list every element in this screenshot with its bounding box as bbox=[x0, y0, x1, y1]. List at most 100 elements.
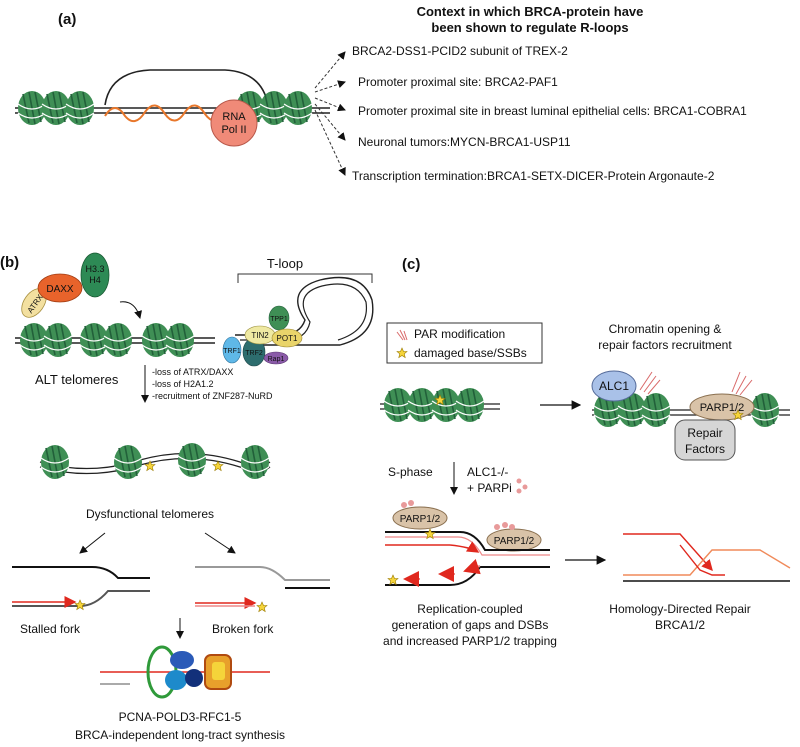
broken-fork-label: Broken fork bbox=[212, 622, 274, 636]
hdr-strand bbox=[623, 549, 791, 576]
repair-label-2: Factors bbox=[685, 442, 725, 456]
okazaki-fragment bbox=[463, 558, 481, 575]
nucleosome-icon bbox=[383, 387, 413, 423]
context-item: Transcription termination:BRCA1-SETX-DIC… bbox=[352, 169, 715, 183]
repair-factors-box bbox=[674, 419, 736, 461]
hdr-invading-strand bbox=[623, 533, 713, 572]
trf1-protein bbox=[222, 336, 242, 364]
daxx-protein bbox=[37, 273, 83, 303]
nucleosome-icon bbox=[41, 90, 71, 126]
alt-telomeres-label: ALT telomeres bbox=[35, 372, 119, 387]
chromatin-label-2: repair factors recruitment bbox=[598, 338, 732, 352]
s-phase-label: S-phase bbox=[388, 465, 433, 479]
parpi-dot bbox=[401, 502, 407, 508]
nucleosome-icon bbox=[240, 444, 270, 480]
rna-pol-label-1: RNA bbox=[222, 111, 246, 123]
hdr-extended-strand bbox=[679, 544, 725, 576]
parpi-dot bbox=[516, 478, 522, 484]
stalled-fork-label: Stalled fork bbox=[20, 622, 81, 636]
panel-a-heading-line1: Context in which BRCA-protein have bbox=[417, 4, 644, 19]
rna-pol-ii-icon bbox=[210, 99, 258, 147]
context-arrow bbox=[314, 103, 346, 141]
h33-h4-protein bbox=[80, 252, 110, 298]
hdr-label-1: Homology-Directed Repair bbox=[609, 602, 750, 616]
rap1-protein bbox=[263, 351, 289, 365]
t-loop-bracket bbox=[237, 273, 373, 283]
daxx-label: DAXX bbox=[46, 284, 74, 295]
replication-label-1: Replication-coupled bbox=[417, 602, 522, 616]
chromatin-label-1: Chromatin opening & bbox=[609, 322, 722, 336]
nucleosome-icon bbox=[259, 90, 289, 126]
h4-label: H4 bbox=[89, 275, 101, 285]
damage-star-icon bbox=[74, 599, 86, 610]
nucleosome-icon bbox=[283, 90, 313, 126]
broken-arrow bbox=[204, 532, 236, 554]
parp-label: PARP1/2 bbox=[700, 402, 744, 414]
pold-protein-2 bbox=[185, 669, 203, 687]
parpi-label: + PARPi bbox=[467, 481, 512, 495]
nucleosome-icon bbox=[113, 444, 143, 480]
parpi-dot bbox=[494, 524, 500, 530]
nucleosome-icon bbox=[141, 322, 171, 358]
rap1-label: Rap1 bbox=[268, 356, 285, 363]
par-chain-icon bbox=[731, 371, 753, 396]
rfc-core bbox=[212, 662, 225, 680]
context-arrow bbox=[314, 51, 346, 89]
legend-par: PAR modification bbox=[414, 327, 505, 341]
nucleosome-icon bbox=[65, 90, 95, 126]
nucleosome-icon bbox=[79, 322, 109, 358]
alt-bullet: -loss of ATRX/DAXX bbox=[152, 367, 233, 377]
context-arrow bbox=[314, 80, 346, 93]
nucleosome-icon bbox=[431, 387, 461, 423]
rna-pol-label-2: Pol II bbox=[221, 124, 246, 136]
tpp1-label: TPP1 bbox=[270, 316, 288, 323]
nucleosome-icon bbox=[40, 444, 70, 480]
nucleosome-icon bbox=[177, 442, 207, 478]
damage-star-icon bbox=[256, 601, 268, 612]
parpi-dot bbox=[509, 524, 515, 530]
pot1-label: POT1 bbox=[277, 334, 298, 343]
parpi-dot bbox=[502, 522, 508, 528]
context-item: Promoter proximal site: BRCA2-PAF1 bbox=[358, 75, 558, 89]
trf2-label: TRF2 bbox=[245, 350, 263, 357]
parp-protein bbox=[392, 506, 448, 530]
nucleosome-icon bbox=[165, 322, 195, 358]
parpi-dot bbox=[408, 500, 414, 506]
nucleosome-icon bbox=[43, 322, 73, 358]
nascent-strand-tip bbox=[449, 541, 480, 553]
tin2-label: TIN2 bbox=[251, 331, 269, 340]
context-item: Promoter proximal site in breast luminal… bbox=[358, 104, 747, 118]
panel-b-label: (b) bbox=[0, 254, 19, 271]
damage-star-icon bbox=[387, 574, 399, 585]
par-chain-icon bbox=[639, 371, 661, 395]
pot1-protein bbox=[271, 328, 303, 348]
par-modification-icon bbox=[396, 329, 408, 341]
alc1-protein bbox=[591, 370, 637, 402]
context-arrow bbox=[314, 109, 346, 176]
nucleosome-icon bbox=[750, 392, 780, 428]
replication-label-3: and increased PARP1/2 trapping bbox=[383, 634, 557, 648]
parpi-dot bbox=[522, 484, 528, 490]
dysfunctional-label: Dysfunctional telomeres bbox=[86, 507, 214, 521]
context-item: Neuronal tumors:MYCN-BRCA1-USP11 bbox=[358, 135, 571, 149]
alc1-ko-label: ALC1-/- bbox=[467, 465, 508, 479]
legend-damage: damaged base/SSBs bbox=[414, 346, 527, 360]
panel-a: (a) Context in which BRCA-protein have b… bbox=[15, 4, 747, 183]
panel-c-label: (c) bbox=[402, 256, 420, 273]
r-loop-strand bbox=[104, 69, 269, 106]
panel-b: (b) ATRX DAXX H3.3 H4 T-loop TRF1 TRF2 T… bbox=[0, 252, 374, 742]
hdr-label-2: BRCA1/2 bbox=[655, 618, 705, 632]
fork-strand bbox=[385, 531, 550, 551]
replication-label-2: generation of gaps and DSBs bbox=[392, 618, 549, 632]
synthesis-label-2: BRCA-independent long-tract synthesis bbox=[75, 728, 285, 742]
repair-label-1: Repair bbox=[687, 426, 722, 440]
nucleosome-icon bbox=[19, 322, 49, 358]
h33-label: H3.3 bbox=[85, 264, 104, 274]
t-loop-dna-inner bbox=[240, 283, 368, 341]
parp-label: PARP1/2 bbox=[400, 514, 441, 525]
panel-a-heading-line2: been shown to regulate R-loops bbox=[431, 20, 628, 35]
panel-a-label: (a) bbox=[58, 11, 76, 28]
nucleosome-icon bbox=[455, 387, 485, 423]
pold-protein bbox=[165, 670, 187, 690]
nucleosome-icon bbox=[407, 387, 437, 423]
